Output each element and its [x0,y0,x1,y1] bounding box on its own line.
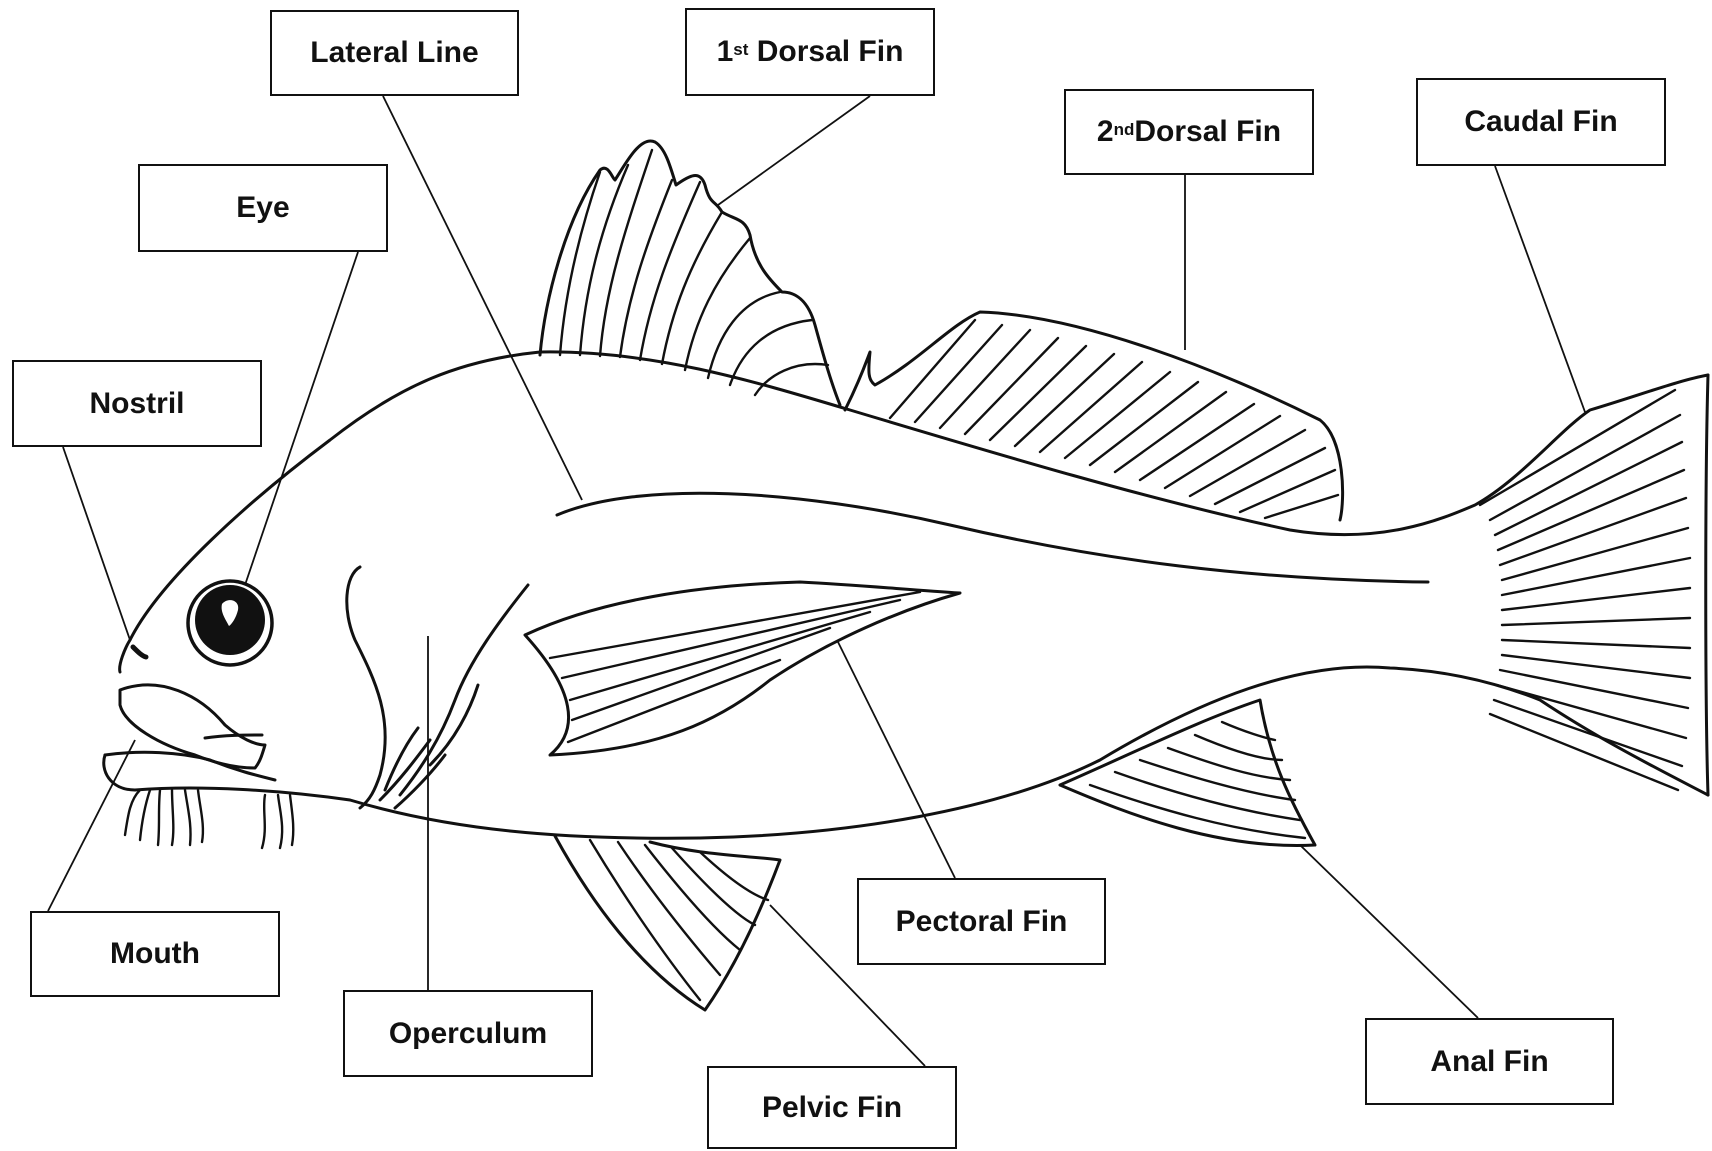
first-dorsal-num: 1 [717,35,734,69]
leader-pectoral [838,642,955,878]
label-operculum: Operculum [343,990,593,1077]
label-mouth: Mouth [30,911,280,997]
label-lateral-line: Lateral Line [270,10,519,96]
leader-lateral-line [383,96,582,500]
first-dorsal-text: Dorsal Fin [748,35,903,69]
anal-fin [1060,700,1315,845]
leader-anal [1300,845,1478,1018]
label-pelvic-fin: Pelvic Fin [707,1066,957,1149]
leader-caudal [1495,166,1585,412]
lateral-line-drawing [557,493,1428,582]
label-pectoral-fin: Pectoral Fin [857,878,1106,965]
fish-body [120,352,1708,838]
label-caudal-fin: Caudal Fin [1416,78,1666,166]
pectoral-fin [525,582,960,755]
leader-mouth [48,740,135,911]
first-dorsal-sup: st [733,40,748,60]
label-nostril: Nostril [12,360,262,447]
operculum-drawing [347,567,528,808]
nostril-mark [133,647,146,657]
first-dorsal-rays [560,150,828,395]
leader-nostril [63,447,130,640]
mouth-outline [104,685,275,790]
barbels [125,790,293,848]
second-dorsal-rays [890,320,1338,518]
pelvic-fin [555,836,780,1010]
second-dorsal-num: 2 [1097,115,1114,149]
leader-first-dorsal [718,96,870,205]
eye-drawing [188,581,272,665]
label-anal-fin: Anal Fin [1365,1018,1614,1105]
label-eye: Eye [138,164,388,252]
first-dorsal-fin [540,141,840,405]
second-dorsal-fin [845,312,1343,520]
second-dorsal-text: Dorsal Fin [1134,115,1281,149]
second-dorsal-sup: nd [1114,120,1135,140]
